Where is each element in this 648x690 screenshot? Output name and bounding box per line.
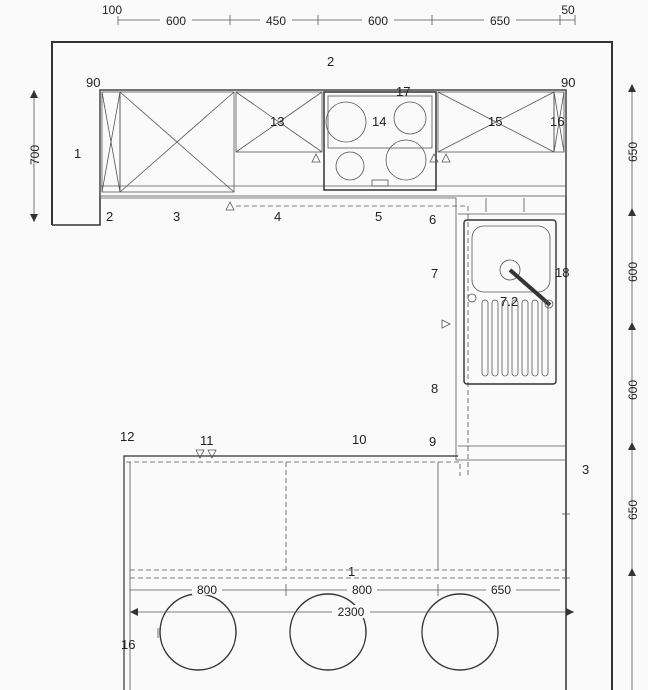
- label-7: 7: [431, 266, 438, 281]
- label-3: 3: [173, 209, 180, 224]
- label-2-counter: 2: [106, 209, 113, 224]
- label-1-bottom: 1: [348, 564, 355, 579]
- label-17: 17: [396, 84, 410, 99]
- sink-bowl: [471, 225, 551, 293]
- cabinet-16-top: [553, 91, 565, 153]
- label-7-2: 7.2: [500, 294, 518, 309]
- label-9: 9: [429, 434, 436, 449]
- dim-right-600: 600: [626, 262, 640, 282]
- label-1: 1: [74, 146, 81, 161]
- island: [123, 449, 566, 690]
- hob: [323, 91, 437, 191]
- sink: [463, 219, 557, 385]
- stool[interactable]: [421, 593, 499, 671]
- label-8: 8: [431, 381, 438, 396]
- label-18: 18: [555, 265, 569, 280]
- stools: [157, 593, 499, 671]
- label-12: 12: [120, 429, 134, 444]
- label-15: 15: [488, 114, 502, 129]
- label-5: 5: [375, 209, 382, 224]
- dim-top-600b: 600: [368, 14, 388, 28]
- label-2-wall: 2: [327, 54, 334, 69]
- sink-tap: [508, 268, 552, 307]
- item-labels: 1 2 90 90 2 3 4 5 6 7 8 9 10 11 12 13 14…: [74, 54, 589, 652]
- sink-unit: [463, 219, 557, 385]
- worktop: [100, 197, 566, 476]
- dim-bottom-total: 2300: [338, 605, 365, 619]
- inner-wall: [52, 89, 567, 690]
- label-16-bottom: 16: [121, 637, 135, 652]
- label-13: 13: [270, 114, 284, 129]
- drainer: [481, 299, 549, 377]
- dimension-labels: 100 600 450 600 650 50 650 600 600 650 7…: [28, 3, 640, 619]
- dim-top-650: 650: [490, 14, 510, 28]
- upper-cabinets: [99, 89, 567, 211]
- stool[interactable]: [159, 593, 237, 671]
- dim-top-50: 50: [561, 3, 575, 17]
- hob-burner: [335, 151, 365, 181]
- dim-top-450: 450: [266, 14, 286, 28]
- dim-right-600b: 600: [626, 380, 640, 400]
- dim-bottom-800: 800: [197, 583, 217, 597]
- sink-drain: [499, 259, 521, 281]
- label-90-right: 90: [561, 75, 575, 90]
- dim-top-600: 600: [166, 14, 186, 28]
- label-14: 14: [372, 114, 386, 129]
- outer-wall: [51, 41, 613, 690]
- label-16-top: 16: [550, 114, 564, 129]
- hob-burner: [393, 101, 427, 135]
- dim-right-650b: 650: [626, 500, 640, 520]
- label-10: 10: [352, 432, 366, 447]
- dim-bottom-800b: 800: [352, 583, 372, 597]
- dim-left-700: 700: [28, 145, 42, 165]
- hob-burner: [325, 101, 367, 143]
- dim-bottom-650: 650: [491, 583, 511, 597]
- dim-right-650: 650: [626, 142, 640, 162]
- label-90-left: 90: [86, 75, 100, 90]
- cabinet-13: [235, 91, 323, 153]
- label-4: 4: [274, 209, 281, 224]
- dimension-lines: [30, 15, 636, 690]
- cabinet-corner: [119, 91, 235, 193]
- label-3-right: 3: [582, 462, 589, 477]
- upper-cabinet-row: [99, 89, 567, 197]
- hob-burner: [385, 139, 427, 181]
- label-11: 11: [200, 433, 214, 448]
- label-6: 6: [429, 212, 436, 227]
- dim-top-100: 100: [102, 3, 122, 17]
